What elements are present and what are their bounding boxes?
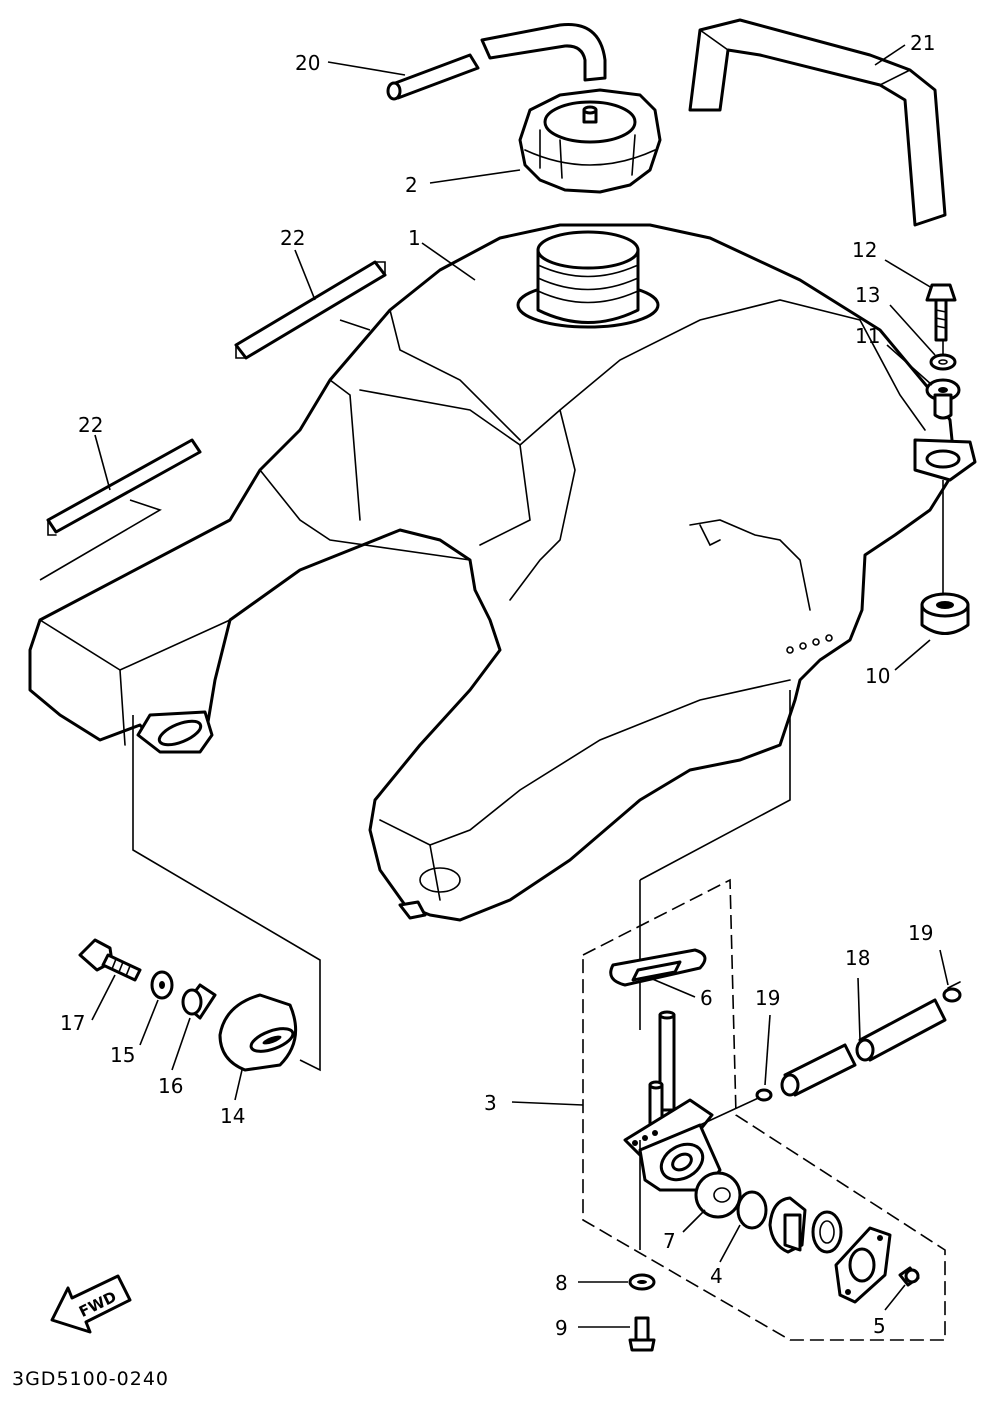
label-part-16: 16 xyxy=(158,1074,183,1098)
plate-screw xyxy=(898,1266,920,1287)
label-part-6: 6 xyxy=(700,986,713,1010)
fuel-cap xyxy=(518,88,662,194)
damper-placement-line xyxy=(339,319,371,331)
label-part-19-right: 19 xyxy=(908,921,933,945)
o-ring xyxy=(736,1190,768,1230)
label-part-14: 14 xyxy=(220,1104,245,1128)
damper-upper xyxy=(234,260,387,360)
label-part-9: 9 xyxy=(555,1316,568,1340)
fuel-hose-alignment-line xyxy=(699,1094,766,1126)
damper-lower xyxy=(46,438,202,536)
lock-washer xyxy=(929,353,957,371)
label-part-2: 2 xyxy=(405,173,418,197)
fuel-cock-alignment-line xyxy=(639,690,791,881)
label-part-8: 8 xyxy=(555,1271,568,1295)
label-part-17: 17 xyxy=(60,1011,85,1035)
drain-screw xyxy=(628,1316,656,1352)
fuel-cock-gasket xyxy=(609,948,707,987)
label-part-1: 1 xyxy=(408,226,421,250)
label-part-11: 11 xyxy=(855,324,880,348)
label-part-3: 3 xyxy=(484,1091,497,1115)
label-part-18: 18 xyxy=(845,946,870,970)
leader-lines xyxy=(91,44,949,1328)
label-part-19-left: 19 xyxy=(755,986,780,1010)
lever-plate xyxy=(834,1226,892,1304)
collar xyxy=(925,378,961,420)
front-washer xyxy=(150,970,174,1000)
fuel-cock-assembly-boundary xyxy=(582,878,946,1341)
filter-cup xyxy=(694,1171,742,1219)
label-part-12: 12 xyxy=(852,238,877,262)
mount-bolt xyxy=(925,283,957,342)
label-part-7: 7 xyxy=(663,1229,676,1253)
rear-grommet xyxy=(920,592,970,635)
forward-arrow: FWD xyxy=(50,1274,132,1334)
diagram-code: 3GD5100-0240 xyxy=(12,1368,169,1390)
label-part-21: 21 xyxy=(910,31,935,55)
label-part-10: 10 xyxy=(865,664,890,688)
label-part-15: 15 xyxy=(110,1043,135,1067)
label-part-5: 5 xyxy=(873,1314,886,1338)
damper-placement-line xyxy=(39,499,162,581)
part-labels: 20 2 21 22 22 1 12 13 11 10 17 15 16 14 … xyxy=(60,31,935,1340)
gasket-washer xyxy=(628,1273,656,1291)
label-part-22-lower: 22 xyxy=(78,413,103,437)
fuel-hose xyxy=(780,998,947,1097)
hose-clip-1 xyxy=(755,1088,773,1102)
label-part-13: 13 xyxy=(855,283,880,307)
front-grommet xyxy=(218,993,298,1072)
hose-clip-2 xyxy=(942,981,962,1003)
front-bolt xyxy=(78,938,142,982)
label-part-4: 4 xyxy=(710,1264,723,1288)
fuel-cock-body xyxy=(623,1010,722,1192)
breather-hose xyxy=(386,22,607,101)
wave-washer xyxy=(811,1210,843,1254)
label-part-20: 20 xyxy=(295,51,320,75)
front-mount-alignment-line xyxy=(132,715,321,1072)
tank-band xyxy=(688,18,947,227)
label-part-22-upper: 22 xyxy=(280,226,305,250)
fuel-tank xyxy=(28,223,977,922)
front-collar xyxy=(181,983,217,1020)
lever xyxy=(768,1196,807,1254)
